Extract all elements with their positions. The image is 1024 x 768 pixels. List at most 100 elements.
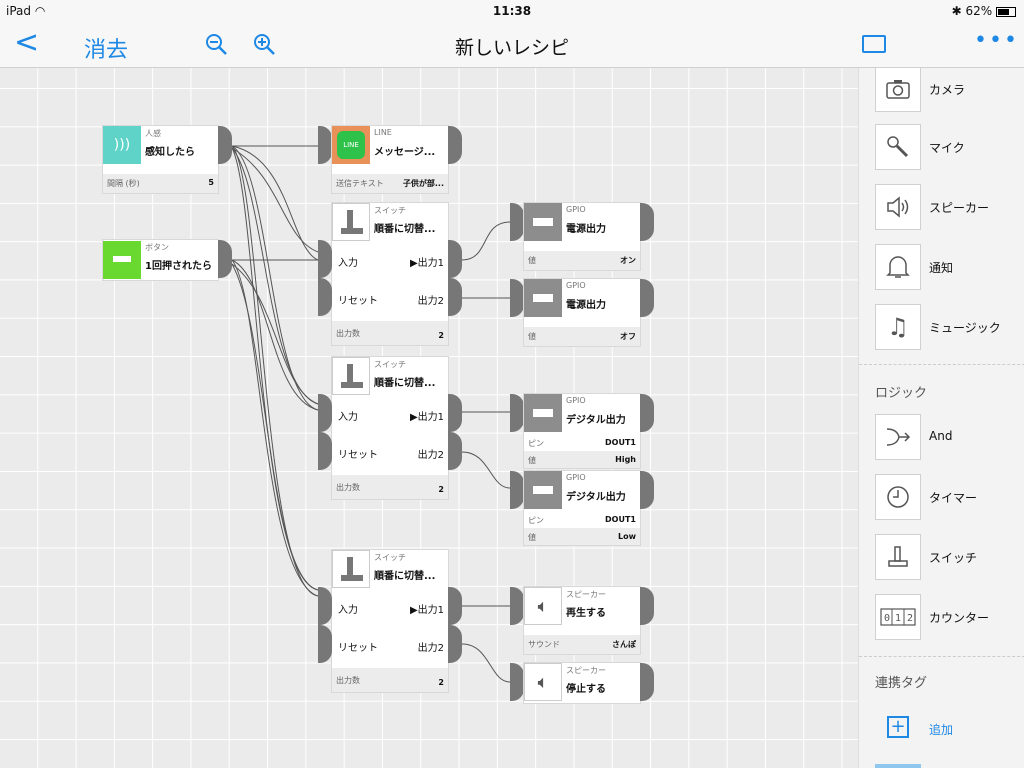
speaker1-output-port[interactable] (640, 587, 654, 625)
palette-item-camera[interactable]: カメラ (875, 68, 1024, 114)
recipe-canvas[interactable]: ))) 人感 感知したら 間隔 (秒)5 ボタン 1回押されたら LINE LI… (0, 68, 858, 768)
palette-item-and[interactable]: And (875, 414, 1024, 462)
clock: 11:38 (492, 4, 532, 18)
interval-property[interactable]: 間隔 (秒)5 (103, 174, 218, 193)
switch1-input-port[interactable] (318, 240, 332, 278)
gpio3-output-port[interactable] (640, 394, 654, 432)
clear-button[interactable]: 消去 (84, 38, 129, 63)
speaker-icon: 🔈︎ (524, 587, 562, 625)
send-text-property[interactable]: 送信テキスト子供が部... (332, 174, 448, 193)
gpio2-output-port[interactable] (640, 279, 654, 317)
switch1-reset-port[interactable] (318, 278, 332, 316)
add-icon: + (887, 716, 909, 738)
tag-item-partial[interactable] (875, 764, 921, 768)
palette-item-switch[interactable]: スイッチ (875, 534, 1024, 582)
switch-icon (332, 550, 370, 588)
line-input-port[interactable] (318, 126, 332, 164)
back-button[interactable]: < (14, 25, 40, 60)
switch-icon (332, 203, 370, 241)
gpio-power-off-node[interactable]: GPIO 電源出力 値オフ (524, 279, 640, 346)
switch3-input-port[interactable] (318, 587, 332, 625)
speaker2-output-port[interactable] (640, 663, 654, 701)
value-property[interactable]: 値オフ (524, 327, 640, 346)
switch2-reset-port[interactable] (318, 432, 332, 470)
palette-item-speaker[interactable]: スピーカー (875, 184, 1024, 232)
gpio2-input-port[interactable] (510, 279, 524, 317)
value-property[interactable]: 値オン (524, 251, 640, 270)
switch3-reset-port[interactable] (318, 625, 332, 663)
switch2-output2-port[interactable] (448, 432, 462, 470)
gpio4-output-port[interactable] (640, 471, 654, 509)
bell-icon (875, 244, 921, 290)
switch3-output2-port[interactable] (448, 625, 462, 663)
page-title: 新しいレシピ (454, 37, 569, 59)
gpio-icon (524, 279, 562, 317)
switch3-output1-port[interactable] (448, 587, 462, 625)
switch-icon (875, 534, 921, 580)
section-divider (859, 656, 1024, 657)
speaker-icon (875, 184, 921, 230)
svg-text:0: 0 (884, 613, 890, 624)
gpio-power-on-node[interactable]: GPIO 電源出力 値オン (524, 203, 640, 270)
palette-item-notification[interactable]: 通知 (875, 244, 1024, 292)
connection-wires (231, 145, 511, 683)
switch2-output1-port[interactable] (448, 394, 462, 432)
switch1-output2-port[interactable] (448, 278, 462, 316)
music-note-icon: ♫ (875, 304, 921, 350)
zoom-in-icon[interactable] (252, 32, 276, 56)
switch1-output1-port[interactable] (448, 240, 462, 278)
camera-icon (875, 68, 921, 112)
button-icon (103, 241, 141, 279)
add-tag-button[interactable]: + 追加 (875, 706, 1024, 754)
palette-item-music[interactable]: ♫ ミュージック (875, 304, 1024, 352)
battery-icon (996, 6, 1016, 17)
gpio1-output-port[interactable] (640, 203, 654, 241)
speaker2-input-port[interactable] (510, 663, 524, 701)
wifi-icon: ◠ (34, 4, 46, 18)
speaker1-input-port[interactable] (510, 587, 524, 625)
nav-bar: < 消去 新しいレシピ ••• (0, 22, 1024, 68)
sensor-output-port[interactable] (218, 126, 232, 164)
button-output-port[interactable] (218, 240, 232, 278)
layout-toggle-icon[interactable] (862, 35, 886, 53)
gpio4-input-port[interactable] (510, 471, 524, 509)
button-node[interactable]: ボタン 1回押されたら (103, 240, 218, 280)
human-sensor-icon: ))) (103, 126, 141, 164)
palette-item-timer[interactable]: タイマー (875, 474, 1024, 522)
tag-section-title: 連携タグ (875, 676, 928, 691)
and-gate-icon (875, 414, 921, 460)
line-output-port[interactable] (448, 126, 462, 164)
sound-property[interactable]: サウンドさんぽ (524, 635, 640, 654)
gpio-icon (524, 394, 562, 432)
human-sensor-node[interactable]: ))) 人感 感知したら 間隔 (秒)5 (103, 126, 218, 193)
gpio1-input-port[interactable] (510, 203, 524, 241)
gpio-icon (524, 203, 562, 241)
speaker-play-node[interactable]: 🔈︎ スピーカー 再生する サウンドさんぽ (524, 587, 640, 654)
switch-icon (332, 357, 370, 395)
speaker-stop-node[interactable]: 🔈︎ スピーカー 停止する (524, 663, 640, 703)
timer-icon (875, 474, 921, 520)
gpio3-input-port[interactable] (510, 394, 524, 432)
module-palette-sidebar[interactable]: カメラ マイク スピーカー 通知 ♫ ミュージック ロジック And タイマー … (858, 68, 1024, 768)
battery-indicator: ✱ 62% (952, 4, 1016, 18)
switch2-input-port[interactable] (318, 394, 332, 432)
palette-item-mic[interactable]: マイク (875, 124, 1024, 172)
zoom-out-icon[interactable] (204, 32, 228, 56)
svg-text:2: 2 (907, 613, 913, 624)
more-menu-button[interactable]: ••• (974, 28, 1019, 53)
line-message-node[interactable]: LINE LINE メッセージ... 送信テキスト子供が部... (332, 126, 448, 193)
